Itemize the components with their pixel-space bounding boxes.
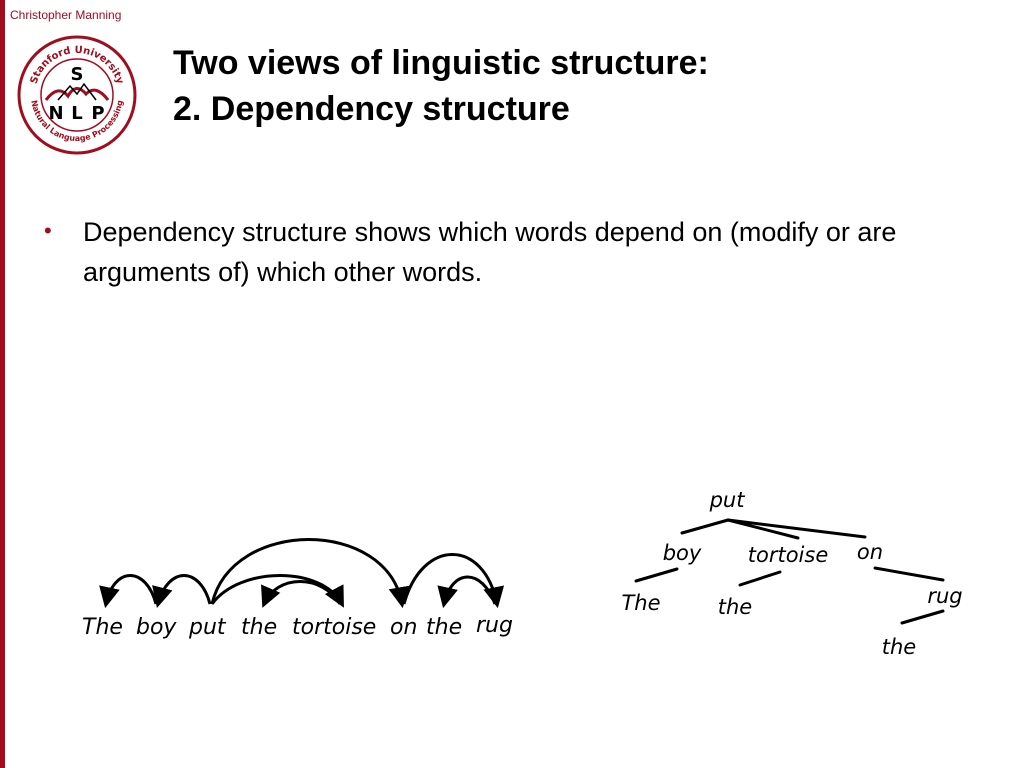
arc-on-rug xyxy=(402,553,505,609)
accent-side-bar xyxy=(0,0,5,768)
edge-put-on xyxy=(726,518,867,539)
word-2: boy xyxy=(136,615,177,640)
edge-rug-the xyxy=(900,609,945,625)
stanford-nlp-logo: Stanford University Natural Language Pro… xyxy=(17,35,137,155)
logo-letter-s: S xyxy=(71,64,84,85)
arc-put-tortoise xyxy=(210,574,344,608)
tree-node-boy: boy xyxy=(663,541,702,565)
logo-letter-l: L xyxy=(71,103,82,124)
bullet-item: • Dependency structure shows which words… xyxy=(44,212,999,292)
tree-node-put: put xyxy=(709,488,746,512)
tree-node-on: on xyxy=(857,540,883,564)
edge-on-rug xyxy=(873,566,945,582)
tree-node-the-3: the xyxy=(882,635,916,659)
dependency-arc-diagram: The boy put the tortoise on the rug xyxy=(82,538,513,640)
arc-put-on xyxy=(210,538,410,609)
arc-boy-the xyxy=(99,574,158,609)
edge-put-boy xyxy=(680,518,730,535)
arc-rug-the xyxy=(437,575,497,609)
word-3: put xyxy=(188,615,227,640)
word-4: the xyxy=(241,615,277,640)
word-1: The xyxy=(82,615,123,640)
title-line-2: 2. Dependency structure xyxy=(173,90,570,128)
word-7: the xyxy=(426,615,462,640)
author-label: Christopher Manning xyxy=(10,8,122,22)
edge-tortoise-the xyxy=(738,570,782,587)
logo-letter-n: N xyxy=(48,103,63,124)
edge-put-tortoise xyxy=(726,518,800,540)
tree-node-the-2: the xyxy=(718,595,752,619)
tree-node-tortoise: tortoise xyxy=(748,543,829,567)
word-8: rug xyxy=(476,613,513,638)
edge-boy-the xyxy=(634,567,679,583)
logo-letter-p: P xyxy=(91,103,104,124)
dependency-tree-diagram: put boy tortoise on The the rug the xyxy=(621,488,962,659)
bullet-dot-icon: • xyxy=(44,218,52,243)
tree-node-the-1: The xyxy=(621,591,660,615)
word-6: on xyxy=(390,615,417,640)
arc-put-boy xyxy=(152,574,212,609)
slide-title: Two views of linguistic structure: 2. De… xyxy=(173,40,709,132)
word-5: tortoise xyxy=(292,615,376,640)
arc-tortoise-the xyxy=(261,580,342,608)
bullet-list: • Dependency structure shows which words… xyxy=(44,212,999,292)
bullet-text: Dependency structure shows which words d… xyxy=(83,217,897,287)
tree-node-rug: rug xyxy=(927,584,962,608)
title-line-1: Two views of linguistic structure: xyxy=(173,44,709,82)
